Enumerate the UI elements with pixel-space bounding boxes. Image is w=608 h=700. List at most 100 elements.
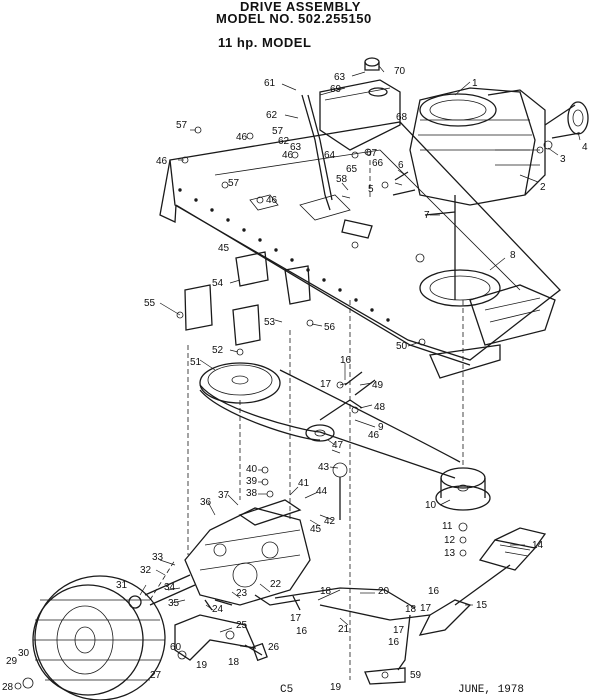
brake-arm bbox=[174, 614, 268, 662]
callout-67: 67 bbox=[366, 148, 378, 159]
callout-leaders bbox=[139, 65, 581, 649]
callout-14: 14 bbox=[532, 540, 544, 551]
callout-44: 44 bbox=[316, 486, 328, 497]
callout-34: 34 bbox=[164, 582, 176, 593]
callout-9: 9 bbox=[378, 422, 384, 433]
callout-6: 6 bbox=[398, 160, 404, 171]
callout-56: 56 bbox=[324, 322, 336, 333]
callout-70: 70 bbox=[394, 66, 406, 77]
callout-17: 17 bbox=[320, 379, 332, 390]
callout-4: 4 bbox=[582, 142, 588, 153]
callout-15: 15 bbox=[476, 600, 488, 611]
diagram-title-line2: MODEL NO. 502.255150 bbox=[216, 11, 372, 26]
callout-60: 60 bbox=[170, 642, 182, 653]
callout-19b: 19 bbox=[196, 660, 208, 671]
fuel-tank bbox=[301, 57, 401, 211]
callout-7: 7 bbox=[424, 210, 430, 221]
callout-18b: 18 bbox=[405, 604, 417, 615]
callout-23: 23 bbox=[236, 588, 248, 599]
engine bbox=[409, 87, 546, 300]
callout-18c: 18 bbox=[228, 657, 240, 668]
callout-59: 59 bbox=[410, 670, 422, 681]
callout-48: 48 bbox=[374, 402, 386, 413]
callout-45b: 45 bbox=[218, 243, 230, 254]
drive-pulley-large bbox=[199, 362, 281, 404]
clutch-brake-linkage bbox=[214, 527, 547, 685]
callout-57b: 57 bbox=[272, 126, 284, 137]
callout-16d: 16 bbox=[296, 626, 308, 637]
callout-64: 64 bbox=[324, 150, 336, 161]
diagram-title-line3: 11 hp. MODEL bbox=[218, 35, 312, 50]
callout-45: 45 bbox=[310, 524, 322, 535]
callout-25: 25 bbox=[236, 620, 248, 631]
mounting-brackets bbox=[184, 251, 311, 346]
rear-tire bbox=[14, 575, 166, 700]
callout-46c: 46 bbox=[282, 150, 294, 161]
callout-63b: 63 bbox=[290, 142, 302, 153]
callout-30: 30 bbox=[18, 648, 30, 659]
callout-69: 69 bbox=[330, 84, 342, 95]
callout-57c: 57 bbox=[228, 178, 240, 189]
callout-1: 1 bbox=[472, 78, 478, 89]
callout-63: 63 bbox=[334, 72, 346, 83]
callout-36: 36 bbox=[200, 497, 212, 508]
callout-21: 21 bbox=[338, 624, 350, 635]
transmission bbox=[128, 507, 311, 609]
callout-31: 31 bbox=[116, 580, 128, 591]
callout-26: 26 bbox=[268, 642, 280, 653]
callout-10: 10 bbox=[425, 500, 437, 511]
callout-27: 27 bbox=[150, 670, 162, 681]
callout-62: 62 bbox=[266, 110, 278, 121]
revision-date: JUNE, 1978 bbox=[458, 684, 525, 696]
callout-46b: 46 bbox=[236, 132, 248, 143]
callout-32: 32 bbox=[140, 565, 152, 576]
callout-2: 2 bbox=[540, 182, 546, 193]
callout-28: 28 bbox=[2, 682, 14, 693]
callout-43: 43 bbox=[318, 462, 330, 473]
callout-54: 54 bbox=[212, 278, 224, 289]
callout-47: 47 bbox=[332, 440, 344, 451]
callout-17b: 17 bbox=[420, 603, 432, 614]
page-code: C5 bbox=[280, 684, 294, 696]
diagram-title-line1: DRIVE ASSEMBLY bbox=[240, 0, 361, 14]
transaxle-pulley bbox=[435, 467, 491, 557]
callout-19: 19 bbox=[330, 682, 342, 693]
callout-52: 52 bbox=[212, 345, 224, 356]
callout-66: 66 bbox=[372, 158, 384, 169]
callout-39: 39 bbox=[246, 476, 258, 487]
callout-18: 18 bbox=[320, 586, 332, 597]
engine-clutch-pulley bbox=[536, 101, 589, 154]
callout-62b: 62 bbox=[278, 136, 290, 147]
alignment-lines bbox=[149, 160, 464, 680]
callout-16: 16 bbox=[340, 355, 352, 366]
callout-3: 3 bbox=[560, 154, 566, 165]
callout-24: 24 bbox=[212, 604, 224, 615]
callout-53: 53 bbox=[264, 317, 276, 328]
callout-16c: 16 bbox=[388, 637, 400, 648]
callout-8: 8 bbox=[510, 250, 516, 261]
callout-49: 49 bbox=[372, 380, 384, 391]
callout-37: 37 bbox=[218, 490, 230, 501]
callout-51: 51 bbox=[190, 357, 202, 368]
callout-58: 58 bbox=[336, 174, 348, 185]
callout-46e: 46 bbox=[368, 430, 380, 441]
callout-65: 65 bbox=[346, 164, 358, 175]
callout-5: 5 bbox=[368, 184, 374, 195]
callout-17d: 17 bbox=[290, 613, 302, 624]
callout-46d: 46 bbox=[266, 195, 278, 206]
callout-38: 38 bbox=[246, 488, 258, 499]
callout-57: 57 bbox=[176, 120, 188, 131]
callout-68: 68 bbox=[396, 112, 408, 123]
callout-11: 11 bbox=[442, 521, 453, 532]
callout-35: 35 bbox=[168, 598, 180, 609]
callout-labels: 1 2 3 4 5 6 7 8 9 10 11 12 13 14 15 16 1… bbox=[2, 66, 588, 693]
callout-46: 46 bbox=[156, 156, 168, 167]
callout-50: 50 bbox=[396, 341, 408, 352]
callout-20: 20 bbox=[378, 586, 390, 597]
callout-13: 13 bbox=[444, 548, 456, 559]
callout-55: 55 bbox=[144, 298, 156, 309]
callout-40: 40 bbox=[246, 464, 258, 475]
callout-33: 33 bbox=[152, 552, 164, 563]
callout-17c: 17 bbox=[393, 625, 405, 636]
